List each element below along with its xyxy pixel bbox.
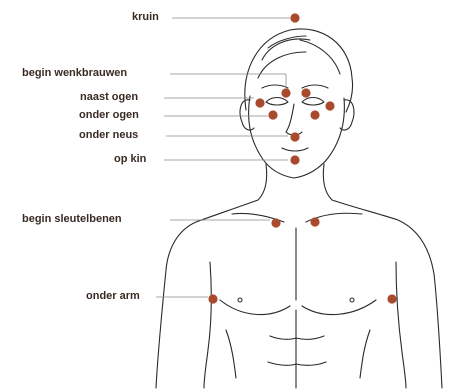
point-onder-neus [290, 132, 299, 141]
hair-strands [258, 36, 340, 78]
left-eyebrow [262, 85, 288, 88]
left-pectoral [220, 300, 290, 315]
right-eye [302, 98, 324, 106]
point-onder-oog-right [310, 110, 319, 119]
point-begin-wenkbrauw-left [281, 88, 290, 97]
point-naast-oog-right [325, 101, 334, 110]
label-naast-ogen: naast ogen [80, 91, 138, 104]
abdominal-lines [268, 310, 326, 388]
point-naast-oog-left [255, 98, 264, 107]
left-eye [266, 98, 288, 106]
left-arm [156, 270, 166, 388]
neck-right [323, 164, 332, 200]
point-sleutelbeen-right [310, 217, 319, 226]
neck-left [258, 164, 267, 200]
left-armpit [204, 262, 211, 388]
point-onder-arm-left [208, 294, 217, 303]
left-ear [240, 100, 254, 130]
nose [286, 104, 302, 135]
left-nipple [238, 298, 242, 302]
face-left-side [249, 96, 295, 178]
left-shoulder [166, 200, 258, 270]
right-armpit [396, 262, 406, 388]
right-shoulder [332, 200, 434, 274]
label-onder-ogen: onder ogen [79, 109, 139, 122]
point-sleutelbeen-left [271, 218, 280, 227]
face-right-side [294, 98, 344, 178]
right-eyebrow [302, 85, 328, 88]
label-kruin: kruin [132, 11, 159, 24]
right-ribcage [360, 330, 370, 378]
point-op-kin [290, 155, 299, 164]
label-begin-sleutelbenen: begin sleutelbenen [22, 213, 122, 226]
right-pectoral [302, 300, 376, 315]
mouth [282, 148, 308, 151]
label-op-kin: op kin [114, 153, 146, 166]
left-ribcage [226, 330, 236, 378]
right-arm [434, 274, 442, 388]
label-onder-arm: onder arm [86, 290, 140, 303]
point-begin-wenkbrauw-right [301, 88, 310, 97]
label-onder-neus: onder neus [79, 129, 138, 142]
right-nipple [350, 298, 354, 302]
point-onder-arm-right [387, 294, 396, 303]
point-onder-oog-left [268, 110, 277, 119]
label-begin-wenkbrauwen: begin wenkbrauwen [22, 67, 127, 80]
point-kruin [290, 13, 299, 22]
